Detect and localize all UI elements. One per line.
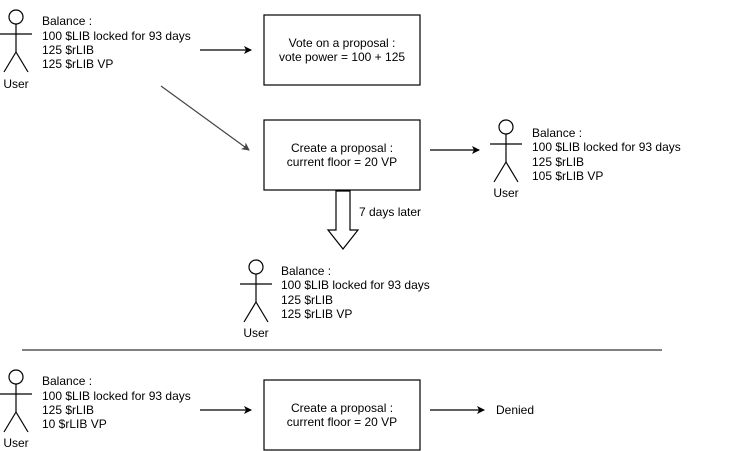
time-passage-label: 7 days later bbox=[359, 205, 421, 219]
stick-figure-icon bbox=[0, 9, 32, 73]
balance-line: 125 $rLIB bbox=[42, 43, 94, 57]
balance-title: Balance : bbox=[532, 126, 582, 140]
actor-caption: User bbox=[243, 326, 268, 340]
actor-caption: User bbox=[3, 436, 28, 450]
create-proposal-box: Create a proposal : current floor = 20 V… bbox=[263, 119, 421, 191]
balance-line: 125 $rLIB VP bbox=[281, 307, 352, 321]
balance-title: Balance : bbox=[281, 264, 331, 278]
actor-bottom-left: User Balance : 100 $LIB locked for 93 da… bbox=[0, 369, 191, 450]
stick-figure-icon bbox=[0, 369, 32, 433]
balance-line: 125 $rLIB VP bbox=[42, 57, 113, 71]
balance-line: 100 $LIB locked for 93 days bbox=[532, 140, 681, 154]
balance-line: 100 $LIB locked for 93 days bbox=[42, 389, 191, 403]
box-line: Create a proposal : bbox=[291, 141, 393, 155]
balance-line: 125 $rLIB bbox=[42, 403, 94, 417]
denied-label: Denied bbox=[496, 403, 534, 417]
stick-figure-icon bbox=[490, 119, 522, 183]
stick-figure-icon bbox=[240, 259, 272, 323]
balance-title: Balance : bbox=[42, 374, 92, 388]
balance-line: 125 $rLIB bbox=[281, 293, 333, 307]
balance-line: 10 $rLIB VP bbox=[42, 417, 107, 431]
actor-top-left: User Balance : 100 $LIB locked for 93 da… bbox=[0, 9, 191, 91]
balance-line: 105 $rLIB VP bbox=[532, 169, 603, 183]
balance-line: 100 $LIB locked for 93 days bbox=[281, 278, 430, 292]
vote-proposal-box: Vote on a proposal : vote power = 100 + … bbox=[263, 14, 421, 86]
balance-line: 100 $LIB locked for 93 days bbox=[42, 29, 191, 43]
balance-title: Balance : bbox=[42, 14, 92, 28]
hollow-down-arrow-icon bbox=[326, 190, 360, 250]
actor-right: User Balance : 100 $LIB locked for 93 da… bbox=[490, 119, 681, 200]
box-line: Vote on a proposal : bbox=[289, 36, 396, 50]
actor-middle: User Balance : 100 $LIB locked for 93 da… bbox=[240, 259, 430, 340]
actor-caption: User bbox=[493, 186, 518, 200]
box-line: vote power = 100 + 125 bbox=[279, 50, 405, 64]
actor-caption: User bbox=[3, 77, 28, 91]
balance-line: 125 $rLIB bbox=[532, 155, 584, 169]
box-line: current floor = 20 VP bbox=[287, 415, 397, 429]
create-proposal-box-bottom: Create a proposal : current floor = 20 V… bbox=[263, 379, 421, 451]
box-line: current floor = 20 VP bbox=[287, 155, 397, 169]
arrow-to-create-box bbox=[160, 85, 250, 151]
box-line: Create a proposal : bbox=[291, 401, 393, 415]
